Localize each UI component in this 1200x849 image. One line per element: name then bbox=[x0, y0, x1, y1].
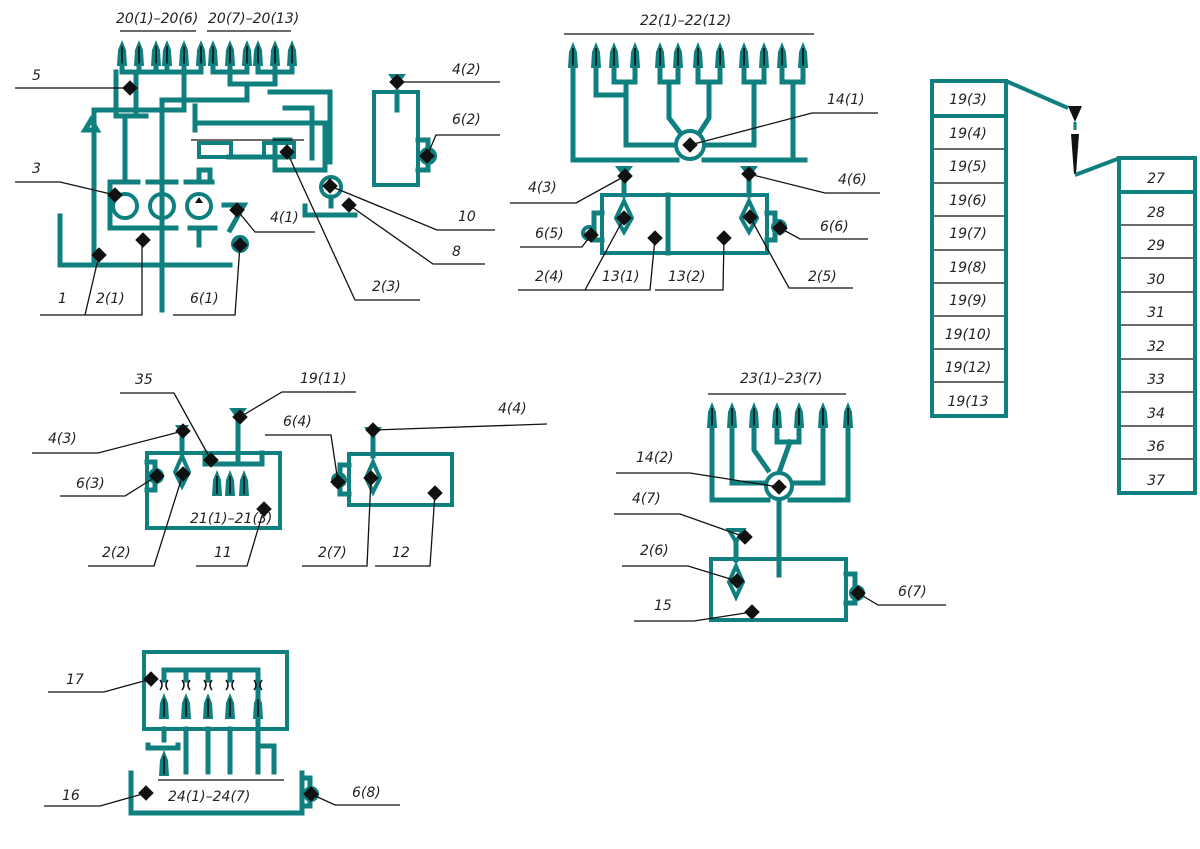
callout-6-3: 6(3) bbox=[76, 476, 105, 492]
rcol-cell: 31 bbox=[1147, 305, 1165, 321]
callout-12: 12 bbox=[392, 545, 410, 561]
callout-1: 1 bbox=[58, 291, 67, 307]
g4-label-21: 21(1)–21(3) bbox=[190, 511, 272, 527]
callout-4-3-mid: 4(3) bbox=[48, 431, 77, 447]
callout-2-4: 2(4) bbox=[535, 269, 564, 285]
callout-6-4: 6(4) bbox=[283, 414, 312, 430]
callout-5: 5 bbox=[32, 68, 41, 84]
callout-8: 8 bbox=[452, 244, 461, 260]
callout-4-7: 4(7) bbox=[632, 491, 661, 507]
lcol-cell: 19(9) bbox=[949, 293, 987, 309]
group1-circuit: 20(1)–20(6) 20(7)–20(13) bbox=[15, 11, 500, 316]
callout-17: 17 bbox=[66, 672, 84, 688]
rcol-cell: 28 bbox=[1147, 205, 1165, 221]
lcol-cell: 19(3) bbox=[949, 92, 987, 108]
rcol-cell: 30 bbox=[1147, 272, 1165, 288]
callout-4-6: 4(6) bbox=[838, 172, 867, 188]
group5-circuit: 23(1)–23(7) 14(2) 4(7) 2(6) 15 6(7) bbox=[614, 371, 946, 622]
rcol-cell: 33 bbox=[1147, 372, 1165, 388]
callout-19-11: 19(11) bbox=[300, 371, 347, 387]
rcol-cell: 29 bbox=[1147, 238, 1165, 254]
callout-4-2: 4(2) bbox=[452, 62, 481, 78]
g1-label-20-1-6: 20(1)–20(6) bbox=[116, 11, 198, 27]
rcol-cell: 36 bbox=[1147, 439, 1165, 455]
lcol-cell: 19(5) bbox=[949, 159, 987, 175]
callout-14-1: 14(1) bbox=[827, 92, 865, 108]
lcol-cell: 19(13 bbox=[947, 394, 988, 410]
rcol-cell: 37 bbox=[1147, 473, 1165, 489]
nozzles-22 bbox=[567, 41, 809, 69]
lcol-cell: 19(7) bbox=[949, 226, 987, 242]
callout-6-6: 6(6) bbox=[820, 219, 849, 235]
group3-tables: 19(3) 19(4) 19(5) 19(6) 19(7) 19(8) 19(9… bbox=[930, 79, 1197, 495]
callout-2-6: 2(6) bbox=[640, 543, 669, 559]
callout-11: 11 bbox=[214, 545, 232, 561]
group6-circuit: 24(1)–24(7) 17 16 6(8) bbox=[44, 650, 400, 816]
lcol-cell: 19(10) bbox=[945, 327, 992, 343]
lcol-cell: 19(12) bbox=[945, 360, 992, 376]
callout-2-7: 2(7) bbox=[318, 545, 347, 561]
callout-2-1: 2(1) bbox=[96, 291, 125, 307]
callout-13-1: 13(1) bbox=[602, 269, 640, 285]
callout-4-3-top: 4(3) bbox=[528, 180, 557, 196]
g1-label-20-7-13: 20(7)–20(13) bbox=[208, 11, 299, 27]
callout-2-5: 2(5) bbox=[808, 269, 837, 285]
callout-6-1: 6(1) bbox=[190, 291, 219, 307]
lcol-cell: 19(4) bbox=[949, 126, 987, 142]
callout-15: 15 bbox=[654, 598, 672, 614]
callout-6-8: 6(8) bbox=[352, 785, 381, 801]
callout-14-2: 14(2) bbox=[636, 450, 674, 466]
callout-6-5: 6(5) bbox=[535, 226, 564, 242]
rcol-cell: 32 bbox=[1147, 339, 1165, 355]
callout-6-2: 6(2) bbox=[452, 112, 481, 128]
callout-16: 16 bbox=[62, 788, 80, 804]
rcol-cell: 27 bbox=[1147, 171, 1165, 187]
callout-2-2: 2(2) bbox=[102, 545, 131, 561]
group4-circuit: 21(1)–21(3) 35 19(11) 4(3) 6(3) 2(2) 11 … bbox=[32, 371, 548, 567]
g2-label-22: 22(1)–22(12) bbox=[640, 13, 731, 29]
callout-3: 3 bbox=[32, 161, 41, 177]
callout-10: 10 bbox=[458, 209, 476, 225]
callout-13-2: 13(2) bbox=[668, 269, 706, 285]
callout-35: 35 bbox=[135, 372, 153, 388]
callout-2-3: 2(3) bbox=[372, 279, 401, 295]
callout-6-7: 6(7) bbox=[898, 584, 927, 600]
rcol-cell: 34 bbox=[1147, 406, 1165, 422]
nozzles-23 bbox=[706, 401, 854, 429]
callout-4-1: 4(1) bbox=[270, 210, 299, 226]
g5-label-23: 23(1)–23(7) bbox=[740, 371, 822, 387]
callout-4-4: 4(4) bbox=[498, 401, 527, 417]
g6-label-24: 24(1)–24(7) bbox=[168, 789, 250, 805]
nozzles-20 bbox=[116, 39, 298, 67]
lcol-cell: 19(6) bbox=[949, 193, 987, 209]
group2-circuit: 22(1)–22(12) 14(1) 4(3) 4(6 bbox=[510, 13, 880, 291]
lcol-cell: 19(8) bbox=[949, 260, 987, 276]
